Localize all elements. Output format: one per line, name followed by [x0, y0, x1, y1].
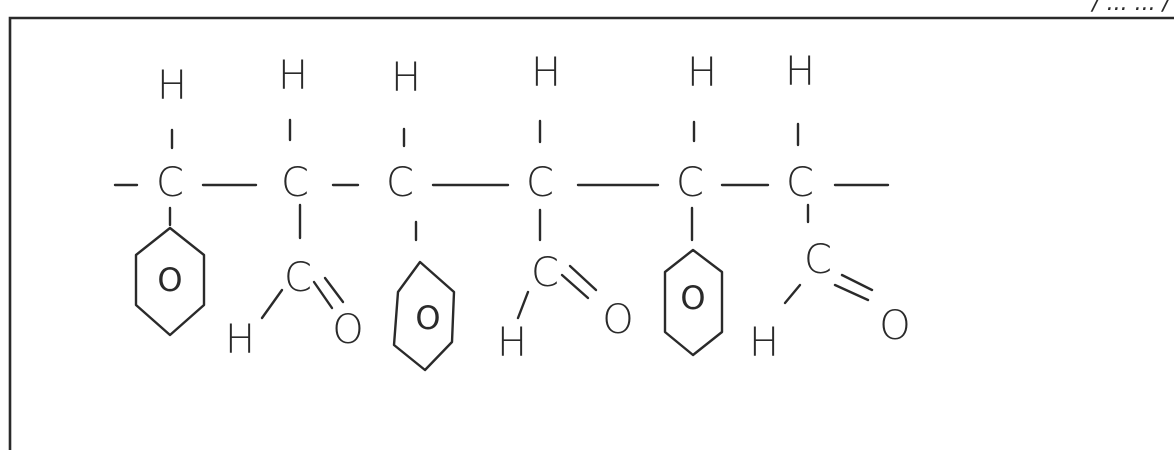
aldehyde-3-double-bond-b	[840, 273, 874, 292]
aldehyde-1-double-bond-a	[312, 280, 334, 310]
aldehyde-2-oxygen: O	[602, 297, 633, 343]
ring-1-label: O	[157, 261, 182, 299]
aldehyde-3-h-bond	[783, 283, 802, 305]
backbone-carbon-1: C	[156, 160, 184, 206]
benzene-ring-1	[134, 226, 206, 337]
aldehyde-1-oxygen: O	[332, 307, 363, 353]
benzene-ring-3	[663, 248, 724, 357]
substituent-ring-3: O	[663, 206, 724, 357]
aldehyde-2-double-bond-b	[568, 264, 598, 292]
substituent-ring-1: O	[134, 206, 206, 337]
aldehyde-2-h-bond	[516, 290, 530, 320]
ring-3-label: O	[680, 279, 705, 317]
backbone-carbons: C C C C C C	[156, 160, 814, 206]
top-hydrogen-2: H	[278, 53, 308, 99]
aldehyde-2-double-bond-a	[560, 273, 590, 300]
backbone-carbon-5: C	[676, 160, 704, 206]
top-hydrogen-5: H	[687, 50, 717, 96]
aldehyde-1-carbon: C	[284, 255, 312, 301]
substituent-aldehyde-1: C O H	[225, 203, 364, 363]
backbone-carbon-4: C	[526, 160, 554, 206]
top-hydrogens: H H H H H H	[157, 49, 815, 150]
aldehyde-3-double-bond-a	[833, 283, 870, 302]
substituent-aldehyde-2: C O H	[497, 208, 634, 366]
aldehyde-2-hydrogen: H	[497, 320, 527, 366]
backbone-carbon-2: C	[281, 160, 309, 206]
corner-text: / ... ... /	[1090, 0, 1172, 16]
top-hydrogen-4: H	[531, 50, 561, 96]
backbone-carbon-6: C	[786, 160, 814, 206]
aldehyde-1-hydrogen: H	[225, 317, 255, 363]
aldehyde-3-hydrogen: H	[749, 320, 779, 366]
aldehyde-1-h-bond	[260, 288, 284, 320]
backbone-carbon-3: C	[386, 160, 414, 206]
substituent-ring-2: O	[392, 220, 456, 372]
benzene-ring-2	[392, 260, 456, 372]
top-hydrogen-3: H	[391, 55, 421, 101]
ring-2-label: O	[415, 299, 440, 337]
top-hydrogen-1: H	[157, 63, 187, 109]
aldehyde-3-carbon: C	[804, 237, 832, 283]
aldehyde-1-double-bond-b	[323, 276, 345, 304]
top-hydrogen-6: H	[785, 49, 815, 95]
answer-box-frame	[8, 16, 1174, 450]
aldehyde-3-oxygen: O	[879, 303, 910, 349]
substituent-aldehyde-3: C O H	[749, 203, 911, 366]
aldehyde-2-carbon: C	[531, 250, 559, 296]
